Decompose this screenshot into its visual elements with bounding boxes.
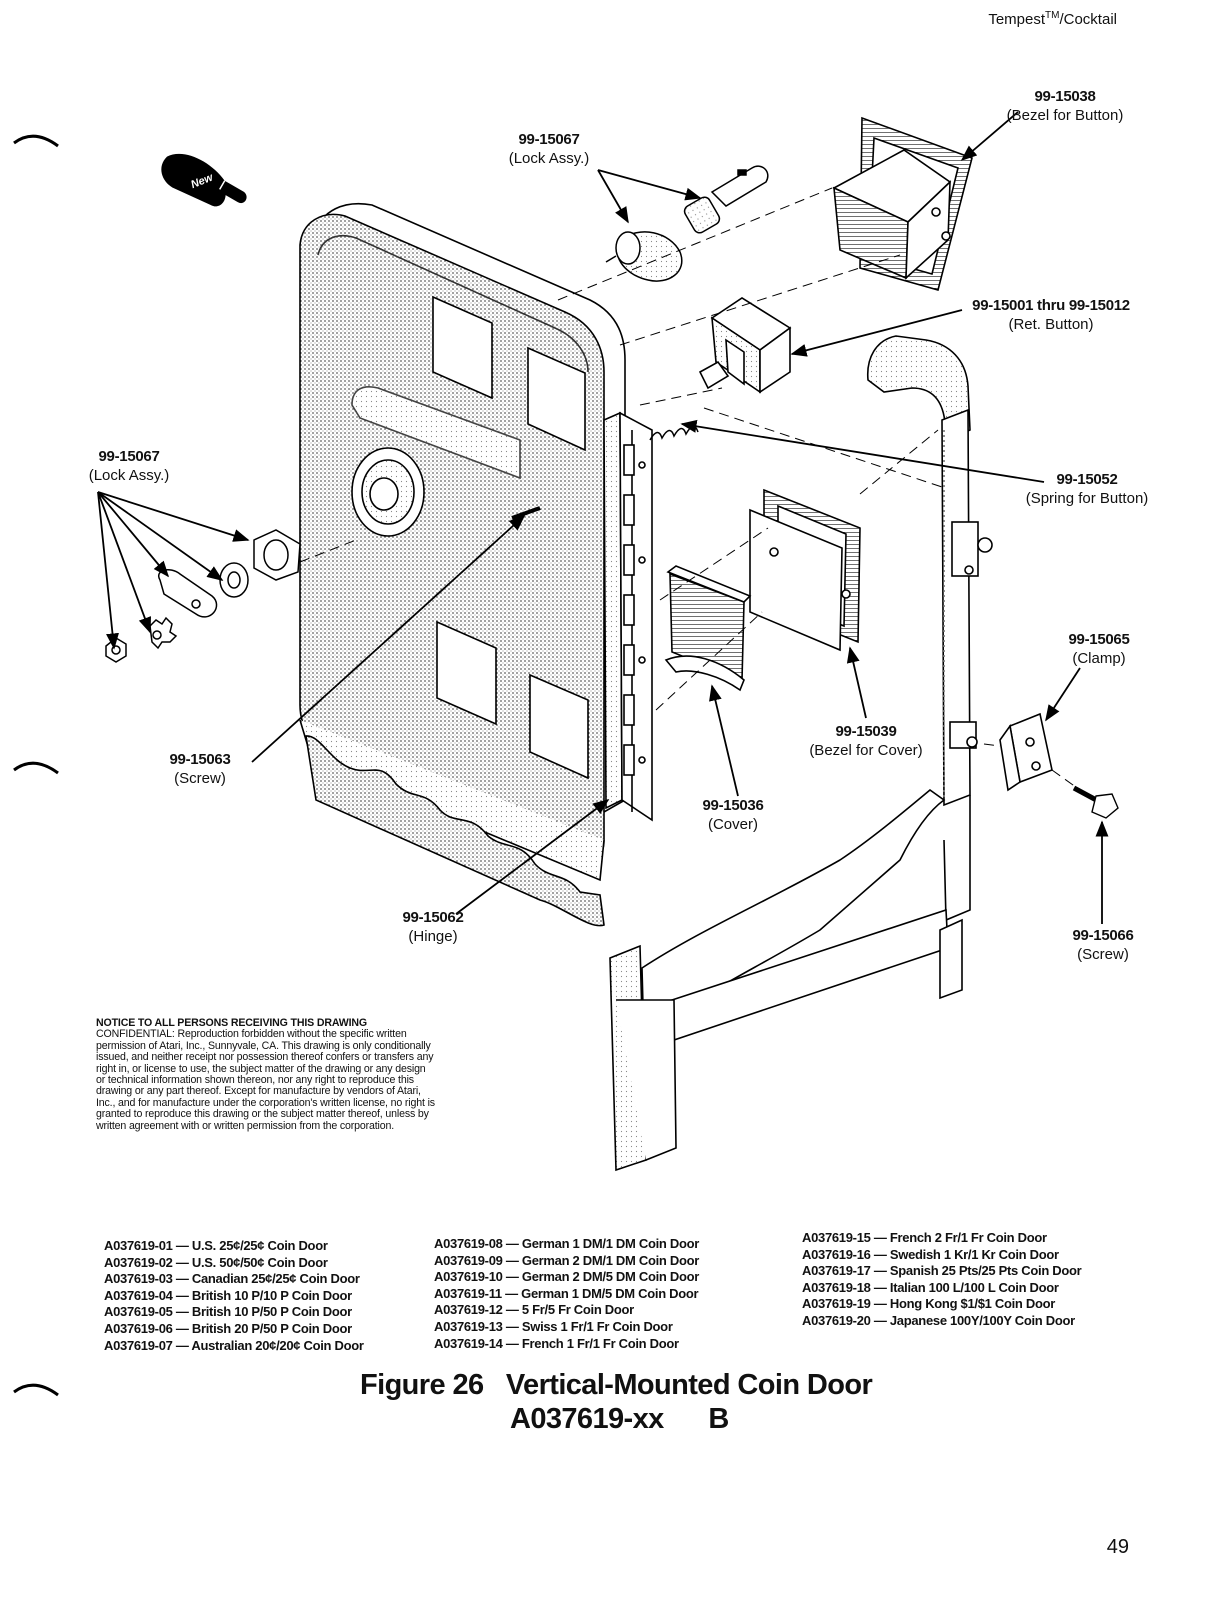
figure-caption: Figure 26 Vertical-Mounted Coin Door A03… [360, 1368, 873, 1436]
part-list-item: A037619-12 — 5 Fr/5 Fr Coin Door [434, 1302, 634, 1318]
part-description: (Hinge) [408, 928, 458, 945]
callout-lock-assy-top: 99-15067 (Lock Assy.) [494, 130, 604, 168]
part-list-item: A037619-17 — Spanish 25 Pts/25 Pts Coin … [802, 1263, 1082, 1279]
part-description: (Screw) [1077, 946, 1129, 963]
part-list-item: A037619-08 — German 1 DM/1 DM Coin Door [434, 1236, 699, 1251]
part-list-item: A037619-14 — French 1 Fr/1 Fr Coin Door [434, 1335, 679, 1351]
part-description: (Cover) [707, 816, 758, 833]
notice-heading: NOTICE TO ALL PERSONS RECEIVING THIS DRA… [96, 1017, 368, 1029]
callout-hinge: 99-15062 (Hinge) [388, 908, 478, 946]
header-suffix: /Cocktail [1059, 11, 1117, 28]
callout-bezel-for-button: 99-15038 (Bezel for Button) [990, 87, 1140, 125]
part-number: 99-15038 [1034, 88, 1096, 105]
part-list-item: A037619-03 — Canadian 25¢/25¢ Coin Door [104, 1271, 360, 1287]
part-list-column-3: A037619-15 — French 2 Fr/1 Fr Coin Door … [802, 1230, 1082, 1330]
running-header: TempestTM/Cocktail [988, 10, 1117, 28]
part-list-item: A037619-18 — Italian 100 L/100 L Coin Do… [802, 1279, 1059, 1295]
alignment-lines [299, 187, 1081, 791]
part-number: 99-15066 [1072, 927, 1134, 944]
part-list-item: A037619-19 — Hong Kong $1/$1 Coin Door [802, 1296, 1055, 1312]
page-number: 49 [1106, 1536, 1129, 1558]
part-list-item: A037619-10 — German 2 DM/5 DM Coin Door [434, 1269, 699, 1285]
bezel-for-button-part [832, 116, 973, 291]
hinge [603, 411, 653, 822]
callout-cover: 99-15036 (Cover) [688, 796, 778, 834]
door-frame [609, 335, 993, 1172]
part-list-item: A037619-16 — Swedish 1 Kr/1 Kr Coin Door [802, 1246, 1059, 1262]
leader-arrows [97, 111, 1109, 924]
part-number: 99-15067 [518, 131, 580, 148]
part-description: (Ret. Button) [1008, 316, 1094, 333]
part-description: (Bezel for Cover) [809, 742, 923, 759]
part-number: 99-15036 [702, 797, 764, 814]
cover-part [664, 565, 752, 692]
header-title: Tempest [988, 11, 1046, 28]
callout-ret-button: 99-15001 thru 99-15012 (Ret. Button) [958, 296, 1144, 334]
part-description: (Lock Assy.) [88, 467, 170, 484]
part-list-item: A037619-06 — British 20 P/50 P Coin Door [104, 1320, 352, 1336]
new-pointing-hand-icon [161, 153, 247, 207]
part-list-column-1: A037619-01 — U.S. 25¢/25¢ Coin Door A037… [104, 1238, 364, 1354]
part-list-item: A037619-13 — Swiss 1 Fr/1 Fr Coin Door [434, 1318, 673, 1334]
spring-part [649, 425, 699, 441]
return-button-part [698, 297, 792, 394]
part-description: (Bezel for Button) [1006, 107, 1124, 124]
figure-revision: B [708, 1403, 729, 1435]
part-list-item: A037619-02 — U.S. 50¢/50¢ Coin Door [104, 1254, 328, 1270]
part-list-item: A037619-01 — U.S. 25¢/25¢ Coin Door [104, 1238, 328, 1253]
callout-clamp: 99-15065 (Clamp) [1054, 630, 1144, 668]
lock-assembly-left-parts [105, 529, 301, 663]
part-description: (Clamp) [1072, 650, 1126, 667]
part-list-item: A037619-15 — French 2 Fr/1 Fr Coin Door [802, 1230, 1047, 1245]
part-list-item: A037619-05 — British 10 P/50 P Coin Door [104, 1304, 352, 1320]
part-list-item: A037619-20 — Japanese 100Y/100Y Coin Doo… [802, 1312, 1075, 1328]
figure-title: Vertical-Mounted Coin Door [505, 1369, 873, 1401]
bezel-for-cover-part [749, 488, 861, 652]
part-number: 99-15065 [1068, 631, 1130, 648]
part-description: (Screw) [174, 770, 226, 787]
part-number: 99-15063 [169, 751, 231, 768]
part-list-item: A037619-04 — British 10 P/10 P Coin Door [104, 1287, 352, 1303]
part-number: 99-15067 [98, 448, 160, 465]
notice-body: CONFIDENTIAL: Reproduction forbidden wit… [96, 1028, 435, 1132]
callout-screw-left: 99-15063 (Screw) [150, 750, 250, 788]
part-list-item: A037619-09 — German 2 DM/1 DM Coin Door [434, 1252, 699, 1268]
part-number: 99-15062 [402, 909, 464, 926]
clamp-screw-part [1072, 785, 1119, 819]
part-list-column-2: A037619-08 — German 1 DM/1 DM Coin Door … [434, 1236, 699, 1352]
part-number: 99-15052 [1056, 471, 1118, 488]
coin-door-panel [299, 203, 626, 927]
callout-bezel-for-cover: 99-15039 (Bezel for Cover) [800, 722, 932, 760]
callout-spring-for-button: 99-15052 (Spring for Button) [1014, 470, 1160, 508]
figure-assembly-number: A037619-xx [510, 1403, 664, 1435]
callout-screw-right: 99-15066 (Screw) [1058, 926, 1148, 964]
trademark-mark: TM [1045, 10, 1060, 21]
clamp-part [999, 712, 1053, 792]
callout-lock-assy-left: 99-15067 (Lock Assy.) [74, 447, 184, 485]
confidentiality-notice: NOTICE TO ALL PERSONS RECEIVING THIS DRA… [96, 1017, 436, 1132]
binder-hole-marks [13, 134, 59, 1397]
figure-number: Figure 26 [360, 1369, 484, 1401]
part-number: 99-15039 [835, 723, 897, 740]
part-number: 99-15001 thru 99-15012 [972, 297, 1130, 314]
part-list-item: A037619-07 — Australian 20¢/20¢ Coin Doo… [104, 1337, 364, 1353]
part-list-item: A037619-11 — German 1 DM/5 DM Coin Door [434, 1285, 699, 1301]
part-description: (Spring for Button) [1025, 490, 1149, 507]
part-description: (Lock Assy.) [508, 150, 590, 167]
